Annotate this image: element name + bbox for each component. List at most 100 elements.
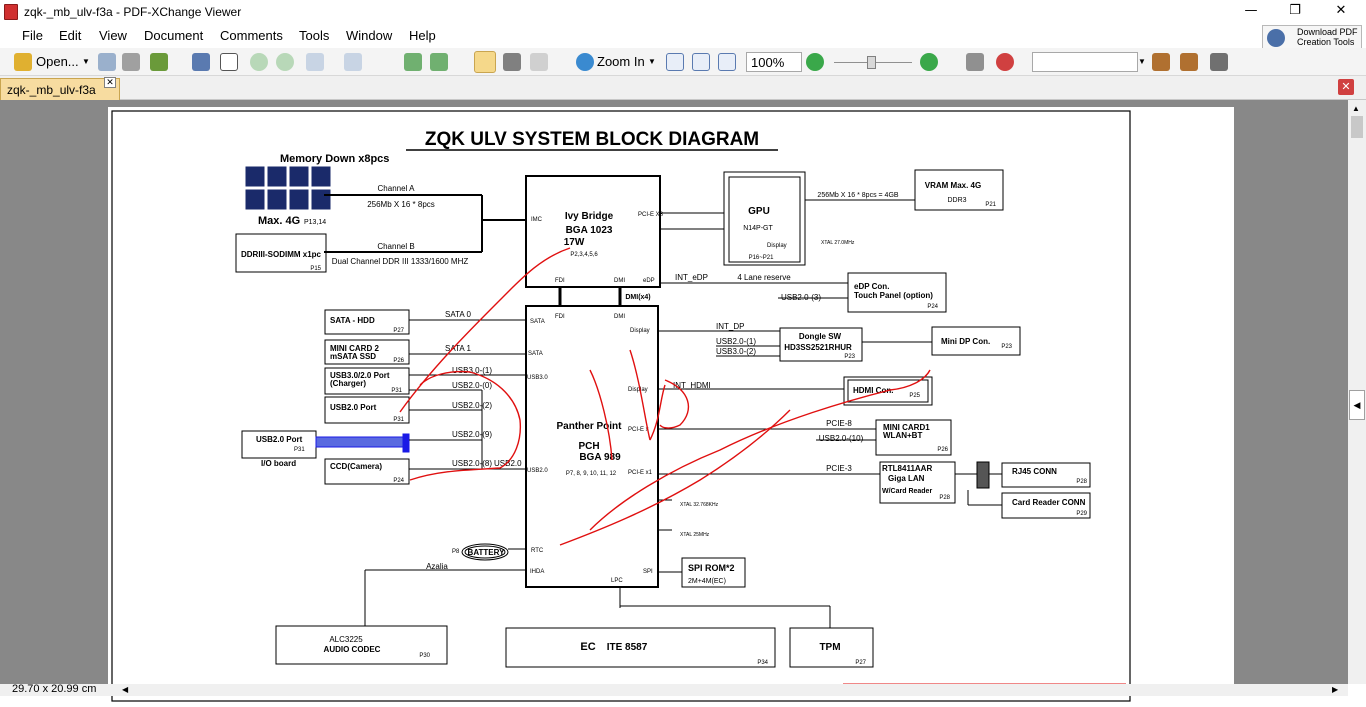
zoom-plus-icon[interactable]	[920, 53, 938, 71]
battery-label: BATTERY	[468, 548, 506, 557]
ocr-icon[interactable]	[220, 53, 238, 71]
spell-check-icon[interactable]	[996, 53, 1014, 71]
scroll-up-arrow[interactable]: ▲	[1352, 104, 1360, 113]
page-ref: P24	[927, 304, 938, 310]
sata-hdd-label: SATA - HDD	[330, 316, 375, 325]
find-next-icon[interactable]	[1152, 53, 1170, 71]
back-icon[interactable]	[250, 53, 268, 71]
rotate-left-icon[interactable]	[404, 53, 422, 71]
lan-label: Giga LAN	[888, 474, 925, 483]
horizontal-scrollbar[interactable]: ◀ ▶	[120, 684, 1348, 696]
actual-size-icon[interactable]	[666, 53, 684, 71]
search-dropdown-icon[interactable]: ▼	[1138, 57, 1146, 66]
scan-icon[interactable]	[192, 53, 210, 71]
page-border	[111, 110, 1131, 702]
customize-icon[interactable]	[1210, 53, 1228, 71]
menu-file[interactable]: File	[22, 28, 43, 43]
usb30-port-label: USB3.0/2.0 Port	[330, 371, 390, 380]
document-tab-bar: zqk-_mb_ulv-f3a ✕ ✕	[0, 76, 1366, 100]
ddr-type-label: Dual Channel DDR III 1333/1600 MHZ	[332, 257, 469, 266]
menu-edit[interactable]: Edit	[59, 28, 82, 43]
card-reader-box	[1001, 492, 1091, 519]
search-input[interactable]	[1032, 52, 1138, 72]
page-ref: P31	[391, 388, 402, 394]
gpu-model: N14P-GT	[743, 225, 773, 232]
io-connector-end	[402, 433, 410, 453]
open-dropdown-icon[interactable]: ▼	[82, 57, 90, 66]
dongle-ic: HD3SS2521RHUR	[784, 343, 852, 352]
email-icon[interactable]	[150, 53, 168, 71]
hand-tool-icon[interactable]	[474, 51, 496, 73]
promo-line1: Download PDF	[1297, 27, 1358, 37]
signal-label: 4 Lane reserve	[737, 273, 791, 282]
cpu-package: BGA 1023	[566, 225, 613, 236]
close-document-icon[interactable]: ✕	[1338, 79, 1354, 95]
port-label: FDI	[555, 278, 565, 284]
rj45-label: RJ45 CONN	[1012, 467, 1057, 476]
undo-icon[interactable]	[306, 53, 324, 71]
promo-line2: Creation Tools	[1297, 37, 1355, 47]
zoom-level-field[interactable]: 100%	[746, 52, 802, 72]
find-prev-icon[interactable]	[1180, 53, 1198, 71]
open-icon[interactable]	[14, 53, 32, 71]
redo-icon[interactable]	[344, 53, 362, 71]
menu-view[interactable]: View	[99, 28, 127, 43]
tab-document[interactable]: zqk-_mb_ulv-f3a	[0, 78, 120, 100]
tpm-label: TPM	[819, 642, 840, 653]
pch-name: Panther Point	[556, 421, 622, 432]
page-ref: P21	[985, 202, 996, 208]
snapshot-icon[interactable]	[503, 53, 521, 71]
scroll-thumb[interactable]	[1351, 116, 1363, 138]
signal-label: USB2.0-(0)	[452, 381, 492, 390]
find-icon[interactable]	[966, 53, 984, 71]
menu-bar: File Edit View Document Comments Tools W…	[0, 24, 1366, 49]
hdmi-label: HDMI Con.	[853, 386, 893, 395]
page-ref: P31	[393, 417, 404, 423]
fit-width-icon[interactable]	[718, 53, 736, 71]
zoom-dropdown-icon[interactable]: ▼	[648, 57, 656, 66]
zoom-in-button[interactable]: Zoom In	[597, 54, 645, 69]
page-ref: P25	[909, 393, 920, 399]
memory-label: Memory Down x8pcs	[280, 153, 389, 165]
menu-document[interactable]: Document	[144, 28, 204, 43]
title-bar: zqk-_mb_ulv-f3a - PDF-XChange Viewer — ❐…	[0, 0, 1366, 24]
zoom-slider-thumb[interactable]	[867, 56, 876, 69]
scroll-right-arrow[interactable]: ▶	[1332, 685, 1339, 694]
lan-ic: RTL8411AAR	[882, 464, 932, 473]
open-button[interactable]: Open...	[36, 54, 79, 69]
save-icon[interactable]	[98, 53, 116, 71]
close-button[interactable]: ✕	[1335, 3, 1347, 18]
signal-label: USB2.0-(8)	[452, 459, 492, 468]
vertical-scrollbar[interactable]: ▲ ◀	[1348, 100, 1366, 684]
port-label: SATA	[530, 319, 545, 325]
maximize-button[interactable]: ❐	[1289, 3, 1301, 18]
spi-rom-label: SPI ROM*2	[688, 563, 735, 573]
rotate-right-icon[interactable]	[430, 53, 448, 71]
zoom-in-icon[interactable]	[576, 53, 594, 71]
port-label: Display	[630, 328, 650, 334]
select-text-icon[interactable]	[530, 53, 548, 71]
memory-chip	[267, 189, 287, 210]
menu-tools[interactable]: Tools	[299, 28, 330, 43]
page-ref: P26	[393, 358, 404, 364]
scroll-nav-arrow[interactable]: ◀	[1349, 390, 1365, 420]
edp-box	[847, 272, 947, 313]
menu-help[interactable]: Help	[409, 28, 436, 43]
edp-sub-label: Touch Panel (option)	[854, 291, 933, 300]
print-icon[interactable]	[122, 53, 140, 71]
tab-close-icon[interactable]: ✕	[104, 77, 116, 88]
scroll-left-arrow[interactable]: ◀	[122, 685, 129, 694]
sodimm-label: DDRIII-SODIMM x1pc	[241, 250, 322, 259]
audio-codec-box	[275, 625, 448, 665]
forward-icon[interactable]	[276, 53, 294, 71]
memory-chip	[289, 189, 309, 210]
download-promo-button[interactable]: Download PDF Creation Tools	[1262, 25, 1362, 49]
zoom-out-icon[interactable]	[806, 53, 824, 71]
menu-comments[interactable]: Comments	[220, 28, 283, 43]
fit-page-icon[interactable]	[692, 53, 710, 71]
minimize-button[interactable]: —	[1244, 3, 1258, 18]
menu-window[interactable]: Window	[346, 28, 393, 43]
